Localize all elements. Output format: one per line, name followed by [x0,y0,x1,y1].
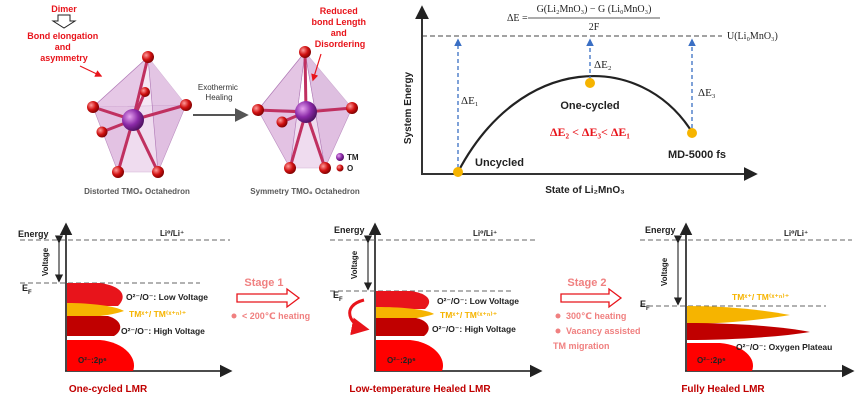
p2-ef-label: EF [333,290,343,303]
p2-li-label: Li⁰/Li⁺ [473,229,497,238]
p1-high-voltage: O²⁻/O⁻: High Voltage [121,326,205,336]
p2-energy-label: Energy [334,225,365,235]
p2-voltage-label: Voltage [350,250,359,279]
formula-denominator: 2F [589,22,600,33]
symmetric-octahedron [252,46,358,174]
formula-numerator: G(Li₂MnO₃) − G (Li₀MnO₃) [537,4,652,15]
md-label: MD-5000 fs [668,149,726,161]
uncycled-label: Uncycled [475,157,524,169]
p1-tm-label: TMˣ⁺/ TM⁽ˣ⁺ⁿ⁾⁺ [129,309,186,319]
reduced-pointer-arrow [311,53,322,82]
stage2-bullet-1 [555,313,561,319]
u-level-label: U(Li₀MnO₃) [727,31,778,42]
caption-distorted: Distorted TMO₆ Octahedron [84,187,190,196]
p2-band-o2p [376,340,444,371]
distorted-octahedron [87,51,192,178]
p2-band-tm [376,307,434,321]
p3-band-o2p [687,343,754,371]
p1-band-o2p [67,340,135,371]
stage-1: Stage 1 < 200℃ heating [231,277,310,321]
de3-label: ΔE₃ [698,87,716,99]
p1-ef-label: EF [22,283,32,296]
atom-legend: TM O [336,153,359,173]
p1-o2p-label: O²⁻:2p⁶ [78,356,107,365]
band-panel-1: Energy Li⁰/Li⁺ EF Voltage O²⁻:2p⁶ O²⁻/O⁻… [18,222,233,395]
p3-ef-label: EF [640,299,650,312]
p1-li-label: Li⁰/Li⁺ [160,229,184,238]
point-one-cycled [585,78,595,88]
p1-low-voltage: O²⁻/O⁻: Low Voltage [126,292,208,302]
p1-band-low [67,283,123,306]
p2-band-low [376,291,430,309]
stage2-title: Stage 2 [567,277,606,289]
p1-caption: One-cycled LMR [69,384,148,395]
stage1-bullet [231,313,237,319]
p2-o2p-label: O²⁻:2p⁶ [387,356,416,365]
stage2-note-3: TM migration [553,341,610,351]
p2-high-voltage: O²⁻/O⁻: High Voltage [432,324,516,334]
exothermic-label: Exothermic Healing [198,83,240,102]
p3-tm-label: TMˣ⁺/ TM⁽ˣ⁺ⁿ⁾⁺ [732,292,789,302]
caption-symmetric: Symmetry TMO₆ Octahedron [250,187,360,196]
p3-li-label: Li⁰/Li⁺ [784,229,808,238]
one-cycled-label: One-cycled [560,100,619,112]
p2-low-voltage: O²⁻/O⁻: Low Voltage [437,296,519,306]
p3-voltage-label: Voltage [660,257,669,286]
band-panel-3: Energy Li⁰/Li⁺ EF Voltage O²⁻:2p⁶ TMˣ⁺/ … [640,222,855,395]
point-uncycled [453,167,463,177]
energy-curve [457,75,693,173]
dimer-down-arrow-icon [51,14,77,29]
formula-lhs: ΔE = [507,13,528,24]
stage1-note: < 200℃ heating [242,311,310,321]
stage2-note-2: Vacancy assisted [566,326,641,336]
p3-caption: Fully Healed LMR [681,384,765,395]
reduced-bond-label: Reduced bond Length and Disordering [312,6,369,49]
p1-energy-label: Energy [18,229,49,239]
p3-band-plateau [687,323,810,340]
stage2-bullet-2 [555,328,561,334]
y-axis-label: System Energy [403,71,414,144]
p1-band-tm [67,303,124,318]
legend-tm: TM [347,153,359,162]
bond-pointer-arrow [79,65,103,77]
bond-elongation-label: Bond elongation and asymmetry [27,31,101,63]
p1-band-high [67,316,121,336]
p3-energy-label: Energy [645,225,676,235]
octahedra-panel: Dimer Bond elongation and asymmetry Redu… [27,4,369,196]
energy-plot: ΔE = G(Li₂MnO₃) − G (Li₀MnO₃) 2F U(Li₀Mn… [403,4,778,196]
stage1-title: Stage 1 [244,277,283,289]
p2-curved-arrow [348,298,370,336]
p2-caption: Low-temperature Healed LMR [349,384,491,395]
p3-band-tm [687,306,790,324]
dimer-label: Dimer [51,4,77,14]
p2-band-high [376,318,429,336]
p3-plateau-label: O²⁻/O⁻: Oxygen Plateau [736,342,832,352]
stage2-note-1: 300℃ heating [566,311,626,321]
stage1-arrow-icon [236,287,301,309]
stage-2: Stage 2 300℃ heating Vacancy assisted TM… [553,277,641,351]
stage2-arrow-icon [560,287,623,309]
inequality-label: ΔE₂ < ΔE₃< ΔE₁ [550,125,630,139]
band-panel-2: Energy Li⁰/Li⁺ EF Voltage O²⁻:2p⁶ O²⁻/O⁻… [330,222,543,395]
de2-label: ΔE₂ [594,59,612,71]
point-md [687,128,697,138]
de1-label: ΔE₁ [461,95,479,107]
x-axis-label: State of Li₂MnO₃ [545,185,625,196]
p2-tm-label: TMˣ⁺/ TM⁽ˣ⁺ⁿ⁾⁺ [440,310,497,320]
p3-o2p-label: O²⁻:2p⁶ [697,356,726,365]
legend-o: O [347,164,353,173]
p1-voltage-label: Voltage [41,247,50,276]
